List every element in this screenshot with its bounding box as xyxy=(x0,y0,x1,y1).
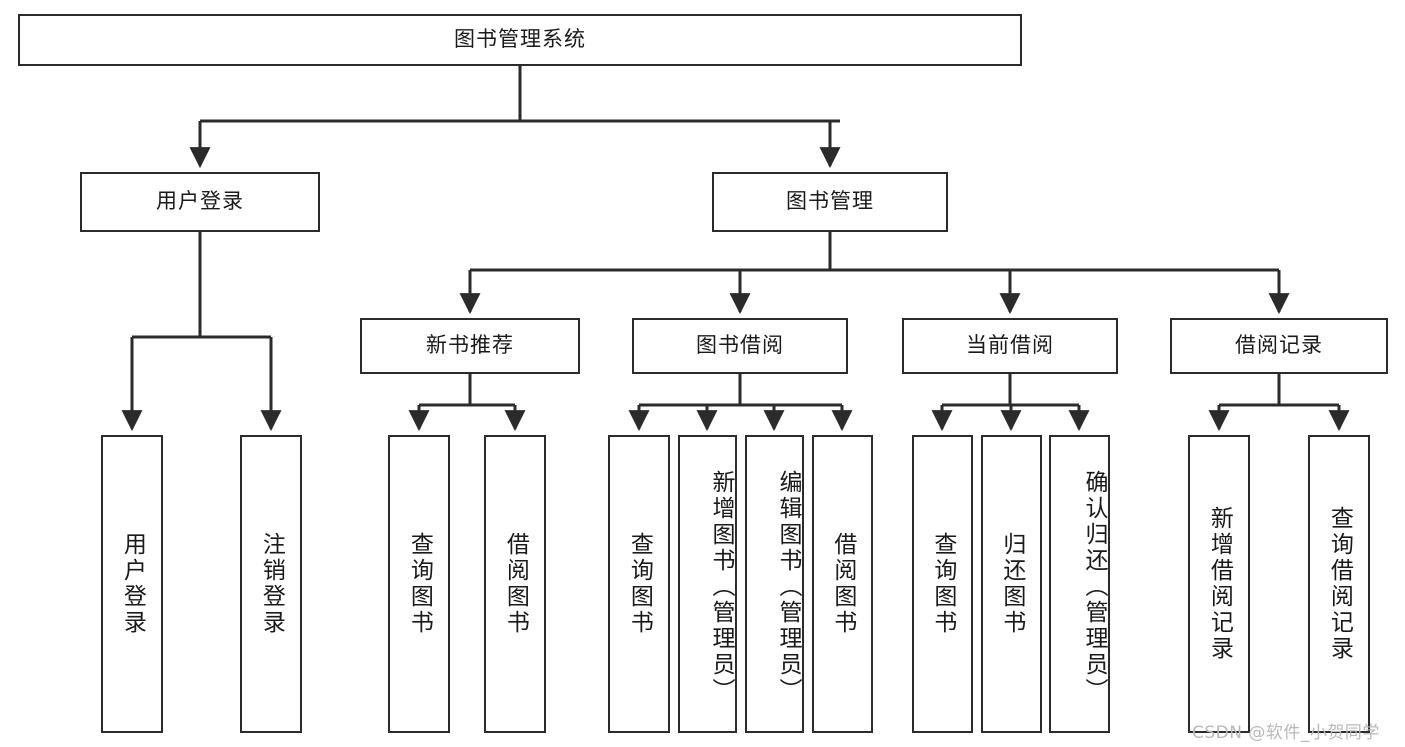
node-leaf-user-login[interactable]: 用户登录 xyxy=(101,435,163,733)
node-leaf-logout[interactable]: 注销登录 xyxy=(240,435,302,733)
node-current-borrow[interactable]: 当前借阅 xyxy=(902,318,1118,374)
node-root-system[interactable]: 图书管理系统 xyxy=(18,14,1022,66)
node-borrow-record[interactable]: 借阅记录 xyxy=(1170,318,1388,374)
node-leaf-edit-book-admin[interactable]: 编辑图书（管理员） xyxy=(745,435,804,733)
node-leaf-add-book-admin[interactable]: 新增图书（管理员） xyxy=(678,435,737,733)
node-leaf-query-book-recommend[interactable]: 查询图书 xyxy=(388,435,450,733)
node-leaf-borrow-book[interactable]: 借阅图书 xyxy=(812,435,873,733)
node-book-manage[interactable]: 图书管理 xyxy=(712,172,948,232)
node-user-login[interactable]: 用户登录 xyxy=(80,172,320,232)
node-leaf-query-book-current[interactable]: 查询图书 xyxy=(912,435,973,733)
node-book-borrow[interactable]: 图书借阅 xyxy=(632,318,848,374)
node-leaf-query-book-borrow[interactable]: 查询图书 xyxy=(608,435,670,733)
node-leaf-return-book[interactable]: 归还图书 xyxy=(981,435,1042,733)
node-leaf-confirm-return-admin[interactable]: 确认归还（管理员） xyxy=(1049,435,1110,733)
csdn-watermark: CSDN @软件_小贺同学 xyxy=(1192,723,1380,743)
node-new-book-recommend[interactable]: 新书推荐 xyxy=(360,318,580,374)
node-leaf-add-borrow-record[interactable]: 新增借阅记录 xyxy=(1188,435,1250,733)
node-leaf-borrow-book-recommend[interactable]: 借阅图书 xyxy=(484,435,546,733)
node-leaf-query-borrow-record[interactable]: 查询借阅记录 xyxy=(1308,435,1370,733)
